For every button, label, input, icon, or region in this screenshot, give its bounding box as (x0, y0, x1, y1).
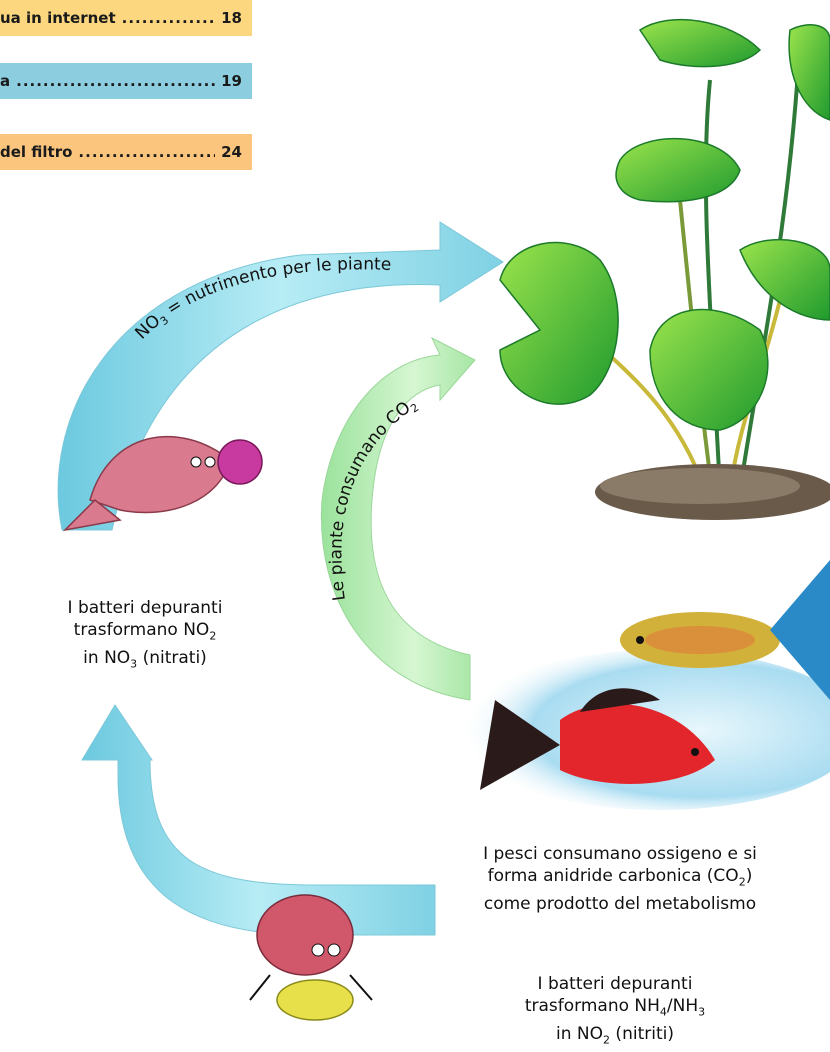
caption-fish-co2: I pesci consumano ossigeno e si forma an… (415, 843, 825, 915)
arrow-bottom-blue (82, 705, 435, 935)
caption-nitrates: I batteri depuranti trasformano NO2 in N… (0, 597, 290, 676)
plant-illustration (500, 20, 830, 520)
caption-nitrites: I batteri depuranti trasformano NH4/NH3 … (470, 973, 760, 1052)
